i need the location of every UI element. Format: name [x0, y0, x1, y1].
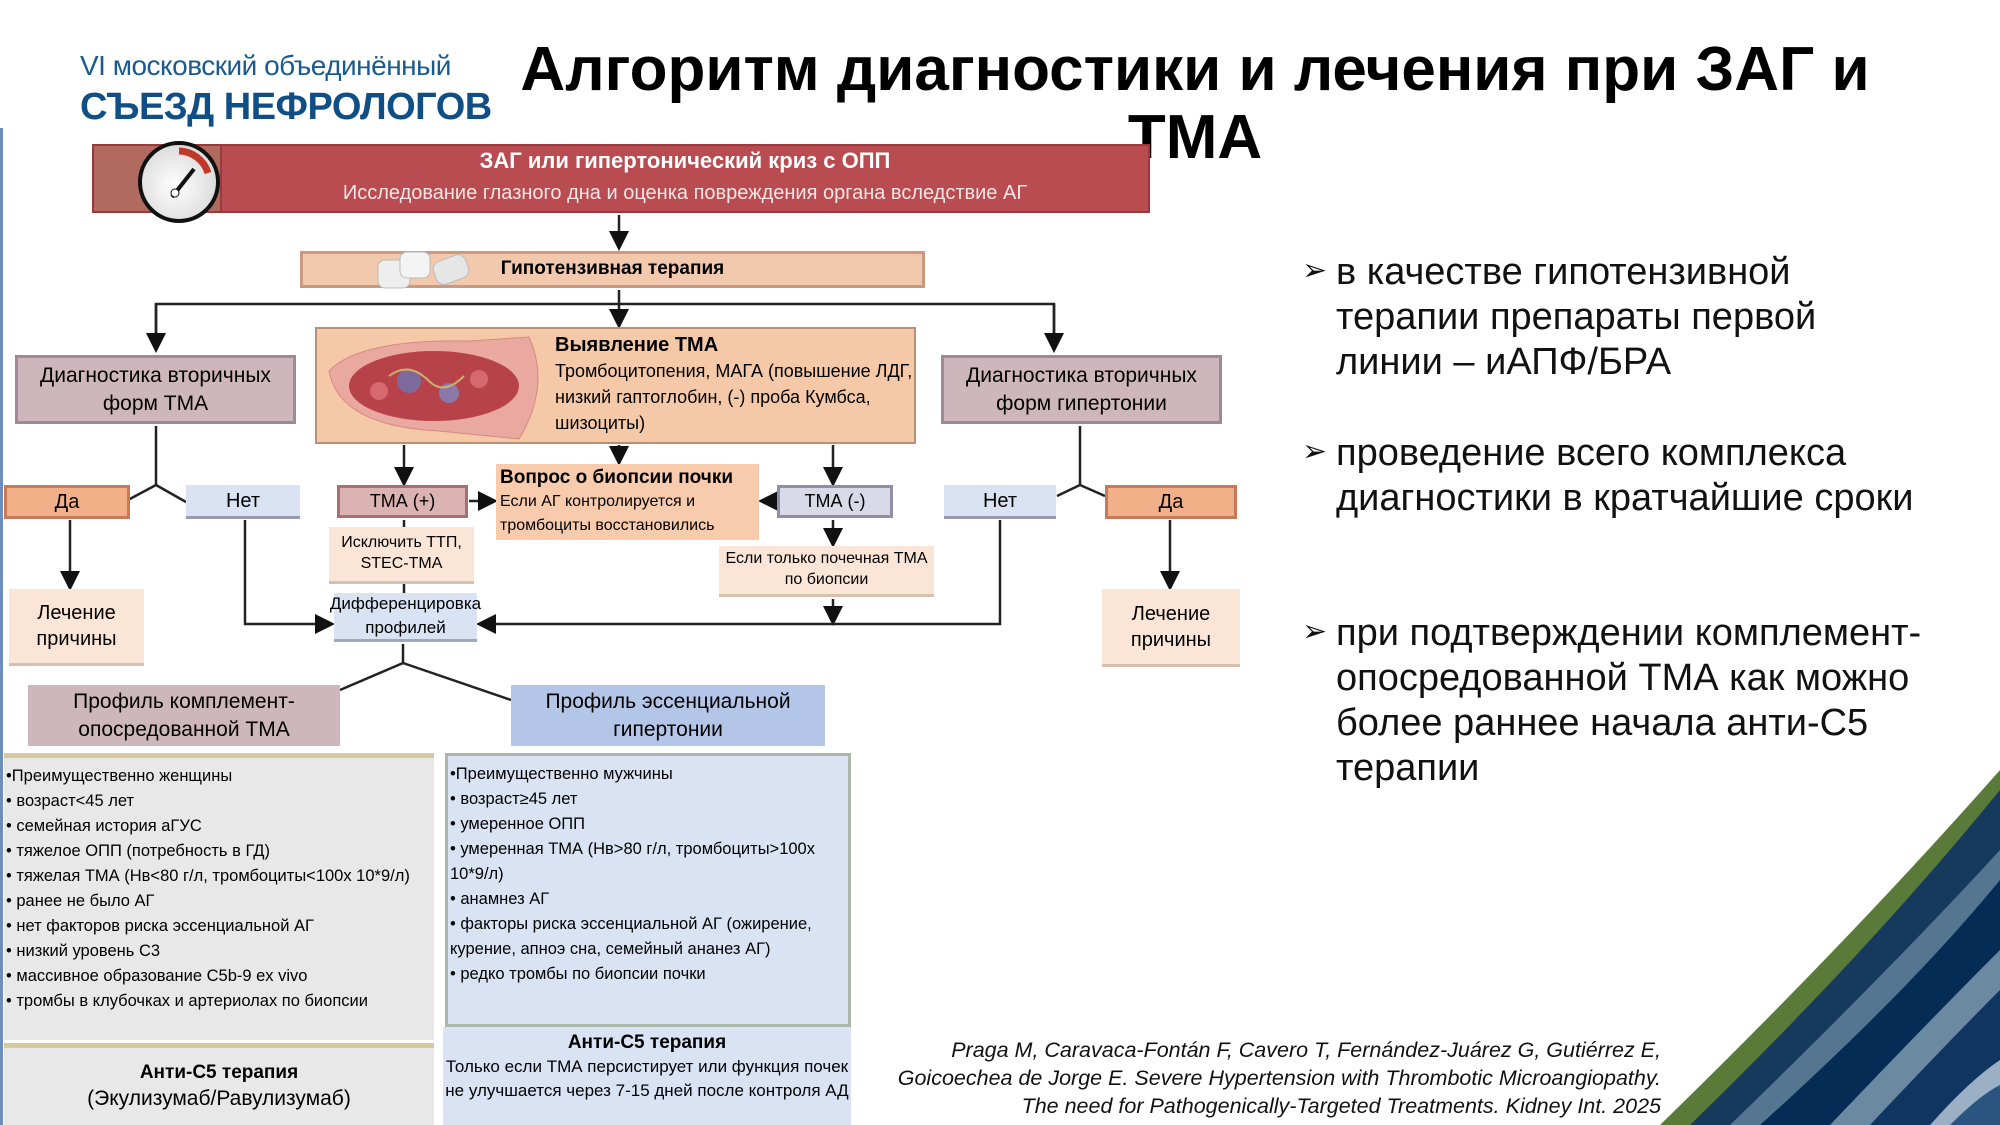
list-item: •Преимущественно женщины: [6, 767, 233, 785]
list-item: • редко тромбы по биопсии почки: [450, 965, 706, 983]
list-item: • низкий уровень С3: [6, 942, 161, 960]
kidney-only-box: Если только почечная ТМА по биопсии: [719, 546, 934, 597]
list-item: • факторы риска эссенциальной АГ (ожирен…: [450, 915, 812, 958]
differentiation-box: Дифференцировка профилей: [330, 593, 481, 642]
anti-c5-drugs: (Экулизумаб/Равулизумаб): [87, 1087, 351, 1111]
secondary-htn-label: Диагностика вторичных форм гипертонии: [966, 364, 1197, 415]
arrow-bullet-icon: ➢: [1302, 435, 1328, 468]
biopsy-text: Если АГ контролируется и тромбоциты восс…: [500, 493, 715, 534]
list-item: • массивное образование C5b-9 ex vivo: [6, 967, 308, 985]
list-item: • умеренное ОПП: [450, 815, 586, 833]
list-item: • умеренная ТМА (Нв>80 г/л, тромбоциты>1…: [450, 840, 815, 883]
list-item: •Преимущественно мужчины: [450, 765, 673, 783]
secondary-htn-box: Диагностика вторичных форм гипертонии: [941, 355, 1222, 424]
list-item: • семейная история аГУС: [6, 817, 202, 835]
anti-c5-title: Анти-С5 терапия: [139, 1061, 299, 1083]
complement-profile-label: Профиль комплемент-опосредованной ТМА: [73, 690, 295, 741]
no-box-right: Нет: [944, 485, 1056, 519]
essential-features-list: •Преимущественно мужчины • возраст≥45 ле…: [445, 753, 851, 1027]
yes-label: Да: [54, 491, 80, 513]
secondary-tma-label: Диагностика вторичных форм ТМА: [40, 364, 271, 415]
no-label: Нет: [225, 489, 261, 512]
logo-line1: VI московский объединённый: [80, 50, 451, 81]
complement-profile-header: Профиль комплемент-опосредованной ТМА: [28, 685, 340, 746]
list-item: • нет факторов риска эссенциальной АГ: [6, 917, 314, 935]
essential-profile-header: Профиль эссенциальной гипертонии: [511, 685, 825, 746]
list-item: • тяжелая ТМА (Нв<80 г/л, тромбоциты<100…: [6, 867, 410, 885]
arrow-bullet-icon: ➢: [1302, 615, 1328, 648]
page-title: Алгоритм диагностики и лечения при ЗАГ и…: [520, 35, 1870, 172]
arrow-bullet-icon: ➢: [1302, 254, 1328, 287]
differentiation-label: Дифференцировка профилей: [329, 594, 482, 637]
essential-profile-label: Профиль эссенциальной гипертонии: [545, 690, 791, 741]
treat-cause-label: Лечение причины: [36, 602, 117, 650]
banner-subtitle: Исследование глазного дна и оценка повре…: [342, 182, 1028, 204]
bullet-text: при подтверждении комплемент-опосредован…: [1336, 612, 1922, 789]
complement-features-list: •Преимущественно женщины • возраст<45 ле…: [4, 753, 434, 1040]
anti-c5-condition: Только если ТМА персистирует или функция…: [445, 1057, 849, 1100]
yes-label: Да: [1158, 491, 1184, 513]
tma-detection-title: Выявление ТМА: [555, 334, 719, 356]
tma-detection-text: Выявление ТМА Тромбоцитопения, МАГА (пов…: [555, 332, 915, 436]
bullet-item: ➢ в качестве гипотензивной терапии препа…: [1302, 250, 1922, 385]
biopsy-title: Вопрос о биопсии почки: [500, 467, 734, 488]
list-item: • ранее не было АГ: [6, 892, 155, 910]
hypotensive-label: Гипотензивная терапия: [500, 258, 725, 280]
no-box-left: Нет: [186, 485, 300, 519]
anti-c5-left-box: Анти-С5 терапия (Экулизумаб/Равулизумаб): [4, 1043, 434, 1125]
corner-decoration: [1660, 770, 2000, 1125]
pills-icon: [370, 246, 480, 292]
list-item: • тяжелое ОПП (потребность в ГД): [6, 842, 270, 860]
gauge-icon: [138, 141, 220, 223]
exclude-ttp-box: Исключить ТТП, STEC-ТМА: [329, 527, 474, 584]
list-item: • анамнез АГ: [450, 890, 550, 908]
banner-title: ЗАГ или гипертонический криз с ОПП: [479, 148, 891, 173]
list-item: • тромбы в клубочках и артериолах по био…: [6, 992, 368, 1010]
left-divider: [0, 128, 3, 1125]
treat-cause-left: Лечение причины: [9, 589, 144, 666]
tma-positive-label: ТМА (+): [369, 490, 436, 511]
citation: Praga M, Caravaca-Fontán F, Cavero T, Fe…: [897, 1038, 1661, 1118]
bullet-item: ➢ при подтверждении комплемент-опосредов…: [1302, 611, 1922, 791]
exclude-label: Исключить ТТП, STEC-ТМА: [341, 534, 462, 572]
blood-vessel-illustration: [319, 331, 551, 441]
kidney-only-label: Если только почечная ТМА по биопсии: [725, 550, 928, 588]
no-label: Нет: [982, 489, 1018, 512]
logo-line2: СЪЕЗД НЕФРОЛОГОВ: [80, 86, 492, 128]
banner-box: [92, 144, 1150, 213]
yes-box-left: Да: [4, 485, 130, 519]
treat-cause-right: Лечение причины: [1102, 589, 1240, 667]
bullet-item: ➢проведение всего комплекса диагностики …: [1302, 431, 1922, 521]
list-item: • возраст<45 лет: [6, 792, 135, 810]
tma-negative-label: ТМА (-): [804, 490, 866, 511]
list-item: • возраст≥45 лет: [450, 790, 578, 808]
tma-detection-criteria: Тромбоцитопения, МАГА (повышение ЛДГ, ни…: [555, 361, 913, 433]
anti-c5-title: Анти-С5 терапия: [567, 1032, 727, 1053]
tma-negative-box: ТМА (-): [777, 485, 893, 518]
treat-cause-label: Лечение причины: [1130, 602, 1212, 651]
bullet-text: в качестве гипотензивной терапии препара…: [1336, 251, 1817, 383]
yes-box-right: Да: [1105, 485, 1237, 519]
secondary-tma-box: Диагностика вторичных форм ТМА: [15, 355, 296, 424]
bullet-text: проведение всего комплекса диагностики в…: [1336, 432, 1914, 519]
tma-positive-box: ТМА (+): [337, 485, 468, 518]
